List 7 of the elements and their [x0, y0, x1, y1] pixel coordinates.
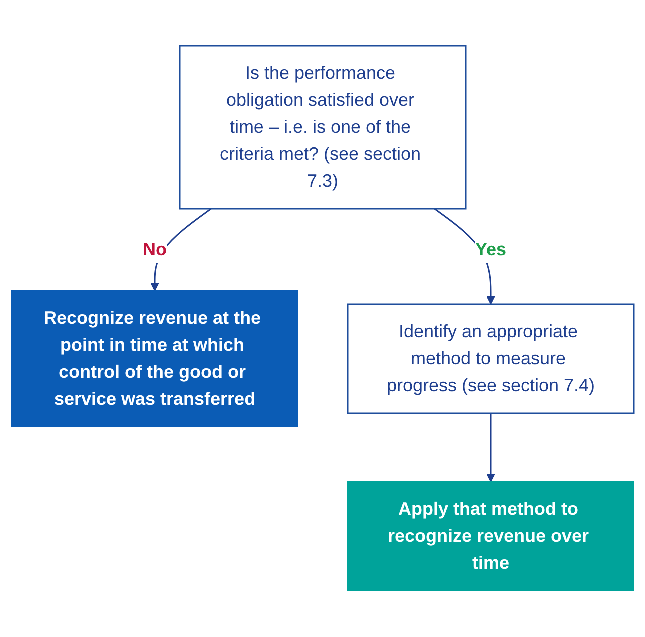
edge-label: Yes	[474, 240, 506, 260]
node-box: Apply that method to recognize revenue over time	[347, 482, 634, 592]
node-box: Recognize revenue at the point in time at which control of the good or service was transferred	[11, 290, 298, 428]
node-box: Identify an appropriate method to measure progress (see section 7.4)	[346, 304, 634, 414]
node-box: Is the performance obligation satisfied over time – i.e. is one of the criteria met? (see section 7.3)	[178, 45, 466, 210]
arrow	[486, 414, 495, 482]
edge-label: No	[142, 240, 166, 260]
